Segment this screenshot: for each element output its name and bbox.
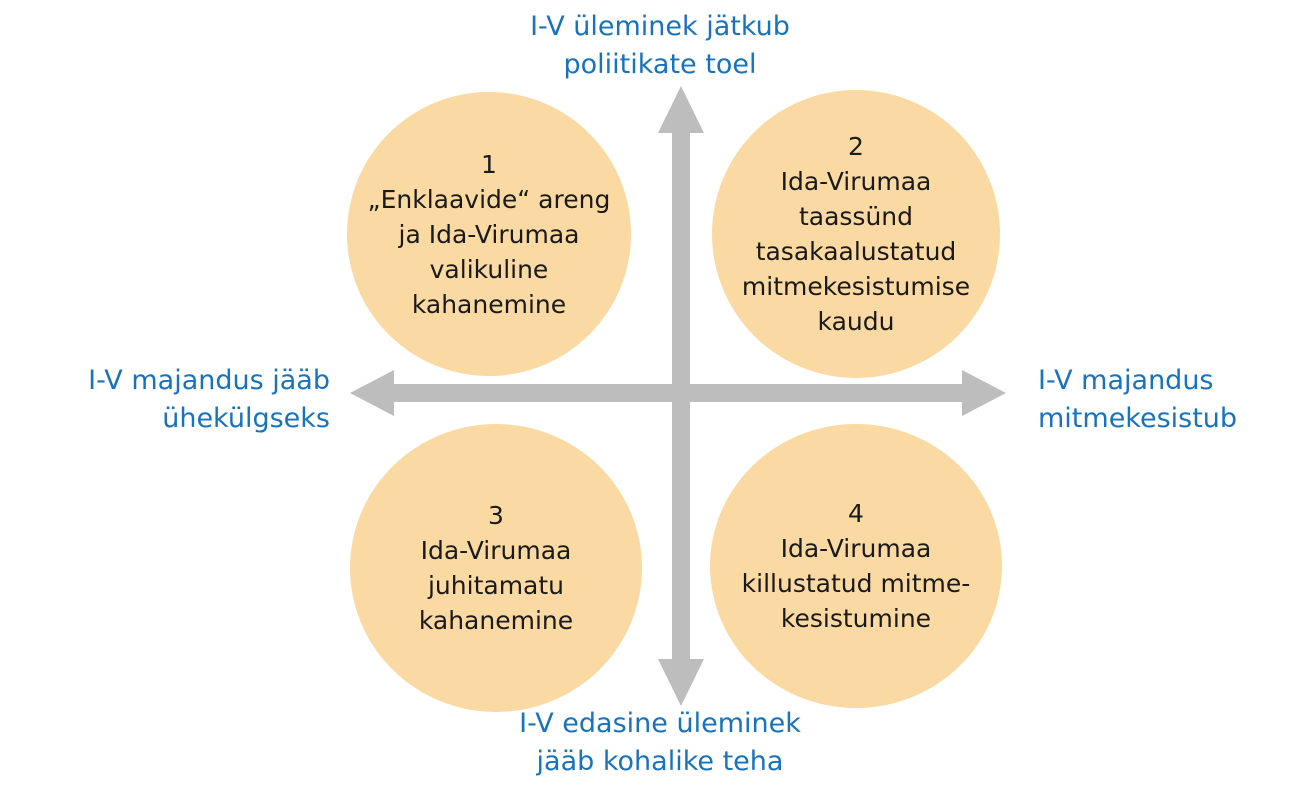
quadrant-circle-3[interactable]: 3 Ida-Virumaa juhitamatu kahanemine: [350, 424, 642, 712]
quadrant-text: Ida-Virumaa killustatud mitme- kesistumi…: [741, 534, 971, 633]
quadrant-text: Ida-Virumaa taassünd tasakaalustatud mit…: [741, 167, 971, 336]
quadrant-number: 2: [848, 132, 864, 161]
quadrant-circle-1[interactable]: 1 „Enklaavide“ areng ja Ida-Virumaa vali…: [347, 92, 631, 376]
axis-label-bottom: I-V edasine üleminek jääb kohalike teha: [519, 708, 801, 777]
axis-label-right: I-V majandus mitmekesistub: [1038, 365, 1238, 434]
arrow-up-icon: [658, 86, 704, 393]
quadrant-circle-2[interactable]: 2 Ida-Virumaa taassünd tasakaalustatud m…: [712, 90, 1000, 378]
quadrant-number: 3: [488, 501, 504, 530]
axis-label-top: I-V üleminek jätkub poliitikate toel: [530, 11, 790, 80]
axis-label-left: I-V majandus jääb ühekülgseks: [88, 365, 330, 434]
quadrant-circle-4[interactable]: 4 Ida-Virumaa killustatud mitme- kesistu…: [710, 424, 1002, 708]
quadrant-number: 4: [848, 499, 864, 528]
arrow-left-icon: [350, 370, 681, 416]
quadrant-number: 1: [481, 149, 497, 179]
quadrant-text: Ida-Virumaa juhitamatu kahanemine: [418, 536, 574, 635]
quadrant-text: „Enklaavide“ areng ja Ida-Virumaa valiku…: [367, 184, 611, 319]
arrow-down-icon: [658, 393, 704, 706]
